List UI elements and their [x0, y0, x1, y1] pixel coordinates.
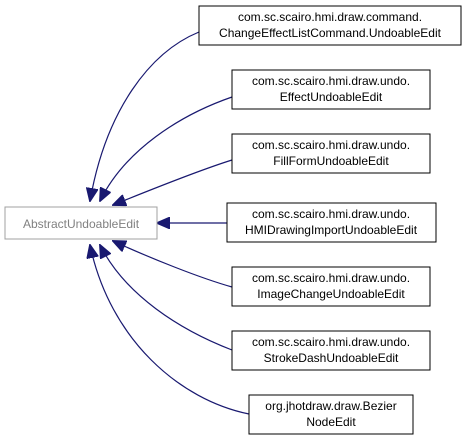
edge-fillform: [113, 159, 233, 205]
edge-effectundoable: [100, 96, 233, 201]
class-box: [198, 5, 462, 46]
class-label-line1: com.sc.scairo.hmi.draw.command.: [238, 10, 422, 24]
inheritance-edges: [90, 31, 250, 415]
class-label-line2: HMIDrawingImportUndoableEdit: [245, 223, 418, 237]
class-box: [231, 133, 431, 174]
edge-changeeffectlist: [90, 31, 200, 201]
class-label-line2: FillFormUndoableEdit: [273, 154, 389, 168]
class-box: [231, 266, 431, 307]
class-box: [248, 394, 414, 435]
class-label-line1: com.sc.scairo.hmi.draw.undo.: [252, 335, 410, 349]
class-label-line2: ChangeEffectListCommand.UndoableEdit: [219, 26, 442, 40]
subclass-node-changeeffectlist[interactable]: com.sc.scairo.hmi.draw.command. ChangeEf…: [198, 5, 462, 46]
edge-imagechange: [113, 241, 233, 288]
subclass-node-hmidrawingimport[interactable]: com.sc.scairo.hmi.draw.undo. HMIDrawingI…: [226, 202, 437, 243]
class-box: [231, 69, 431, 110]
subclass-node-imagechange[interactable]: com.sc.scairo.hmi.draw.undo. ImageChange…: [231, 266, 431, 307]
class-label-line2: ImageChangeUndoableEdit: [257, 287, 405, 301]
class-label-line1: org.jhotdraw.draw.Bezier: [265, 399, 396, 413]
edge-beziernodeedit: [90, 245, 250, 415]
class-box: [226, 202, 437, 243]
edge-strokedash: [100, 245, 233, 351]
base-class-label: AbstractUndoableEdit: [23, 217, 140, 231]
class-label-line1: com.sc.scairo.hmi.draw.undo.: [252, 271, 410, 285]
class-label-line2: NodeEdit: [306, 415, 356, 429]
subclass-node-effectundoable[interactable]: com.sc.scairo.hmi.draw.undo. EffectUndoa…: [231, 69, 431, 110]
base-class-node[interactable]: AbstractUndoableEdit: [4, 206, 158, 240]
subclass-node-beziernodeedit[interactable]: org.jhotdraw.draw.Bezier NodeEdit: [248, 394, 414, 435]
class-label-line2: EffectUndoableEdit: [280, 90, 383, 104]
class-label-line2: StrokeDashUndoableEdit: [264, 351, 399, 365]
subclass-node-strokedash[interactable]: com.sc.scairo.hmi.draw.undo. StrokeDashU…: [231, 330, 431, 371]
class-label-line1: com.sc.scairo.hmi.draw.undo.: [252, 74, 410, 88]
class-label-line1: com.sc.scairo.hmi.draw.undo.: [252, 138, 410, 152]
class-label-line1: com.sc.scairo.hmi.draw.undo.: [252, 207, 410, 221]
subclass-node-fillform[interactable]: com.sc.scairo.hmi.draw.undo. FillFormUnd…: [231, 133, 431, 174]
class-box: [231, 330, 431, 371]
base-class-box: [4, 206, 158, 240]
